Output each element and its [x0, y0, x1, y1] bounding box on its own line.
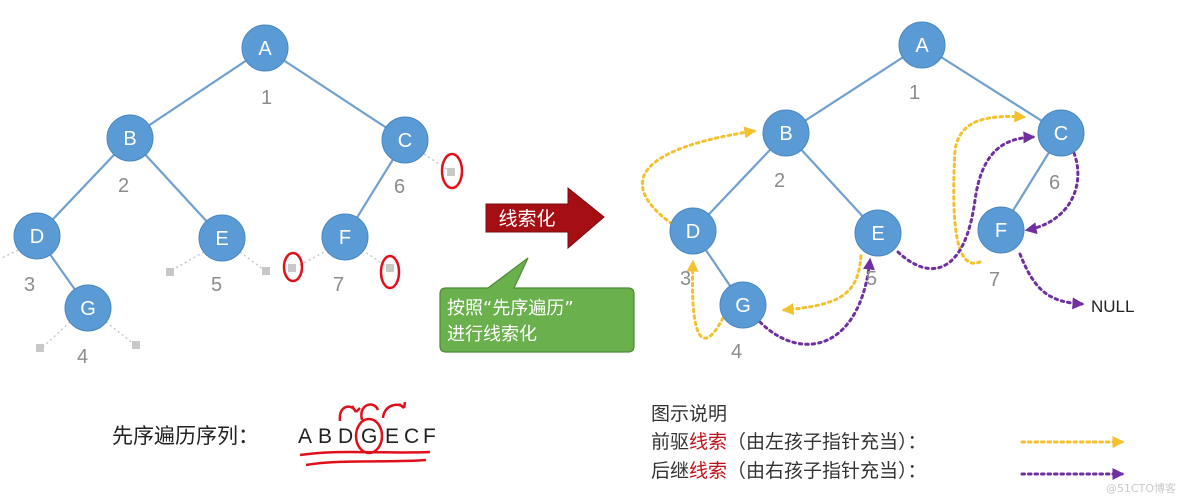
sequence-letter-d: D [338, 425, 353, 448]
right-tree-edges [692, 44, 1062, 306]
threading-arrow: 线索化 [485, 186, 605, 250]
right-node-e: E [854, 209, 902, 257]
pred-thread-e-g [781, 254, 863, 316]
legend-succ-prefix: 后继 [651, 460, 689, 482]
right-node-c-label: C [1054, 123, 1068, 145]
left-node-f-label: F [339, 227, 351, 249]
legend-succ-highlight: 线索 [689, 460, 727, 482]
right-node-f: F [977, 206, 1025, 254]
red-mark-f-left [282, 251, 304, 283]
right-index-7: 7 [989, 269, 1000, 291]
red-mark-c-right [440, 152, 464, 190]
edge-a-c [264, 47, 406, 141]
left-node-d: D [13, 212, 61, 260]
right-node-f-label: F [995, 220, 1007, 242]
left-index-7: 7 [333, 274, 344, 296]
left-tree: A B C D E F G 1 2 3 4 5 6 7 [1, 24, 464, 368]
legend-succ-text: 后继线索（由右孩子指针充当）： [651, 460, 927, 482]
right-node-c: C [1037, 109, 1085, 157]
sequence-letter-e: E [385, 425, 399, 448]
sequence-label: 先序遍历序列： [112, 424, 259, 448]
right-node-d: D [669, 207, 717, 255]
callout-line-1: 按照“先序遍历” [447, 298, 574, 319]
left-node-a: A [241, 24, 289, 72]
left-node-b: B [106, 114, 154, 162]
callout-line-2: 进行线索化 [447, 324, 537, 345]
succ-thread-f-null [1018, 252, 1085, 310]
left-index-3: 3 [24, 274, 35, 296]
legend-title: 图示说明 [651, 403, 727, 425]
left-node-c: C [381, 116, 429, 164]
callout: 按照“先序遍历” 进行线索化 [439, 257, 635, 353]
left-index-5: 5 [211, 274, 222, 296]
red-arc-d [338, 405, 361, 422]
left-tree-edges [36, 47, 406, 309]
legend-pred-suffix: （由左孩子指针充当）： [727, 431, 927, 453]
right-index-3: 3 [680, 268, 691, 290]
left-red-marks [282, 152, 464, 290]
preorder-sequence: 先序遍历序列： A B D G E C F [112, 401, 436, 467]
red-arc-g [360, 403, 380, 421]
legend-pred-highlight: 线索 [689, 431, 727, 453]
edge-a-c-right [921, 44, 1062, 134]
right-node-g-label: G [735, 295, 751, 317]
sequence-letter-f: F [423, 425, 436, 448]
left-node-e: E [198, 214, 246, 262]
left-node-d-label: D [30, 226, 44, 248]
red-underline-1 [299, 450, 431, 457]
right-index-1: 1 [909, 82, 920, 104]
right-node-a-label: A [915, 35, 929, 57]
right-node-b: B [762, 109, 810, 157]
left-node-g: G [64, 284, 112, 332]
red-arc-e [381, 401, 407, 419]
red-underline-2 [305, 458, 427, 467]
left-node-g-label: G [80, 298, 96, 320]
predecessor-threads [640, 110, 1027, 340]
left-node-f: F [321, 213, 369, 261]
legend-pred-prefix: 前驱 [651, 431, 689, 453]
right-tree: A B C D E F G 1 2 3 4 5 6 7 [640, 21, 1134, 363]
left-index-2: 2 [118, 175, 129, 197]
right-index-6: 6 [1049, 172, 1060, 194]
left-index-6: 6 [394, 176, 405, 198]
red-mark-f-right [379, 254, 401, 290]
right-node-e-label: E [871, 223, 884, 245]
threading-arrow-label: 线索化 [498, 208, 555, 230]
pred-thread-g-d [686, 259, 725, 340]
edge-a-b [129, 47, 266, 139]
sequence-letter-b: B [318, 425, 332, 448]
left-node-b-label: B [123, 128, 136, 150]
pred-thread-d-b [640, 126, 757, 226]
right-node-d-label: D [686, 221, 700, 243]
null-label: NULL [1091, 297, 1134, 316]
left-index-1: 1 [261, 87, 272, 109]
sequence-letter-a: A [298, 425, 312, 448]
left-node-a-label: A [258, 38, 272, 60]
left-null-pointers [1, 153, 455, 352]
successor-threads [758, 131, 1085, 346]
pred-thread-f-e [952, 110, 1027, 265]
succ-thread-g-e [758, 257, 875, 346]
left-node-c-label: C [398, 130, 412, 152]
right-node-b-label: B [779, 123, 792, 145]
right-node-g: G [719, 281, 767, 329]
sequence-letter-g: G [361, 425, 377, 448]
legend-succ-suffix: （由右孩子指针充当）： [727, 460, 927, 482]
legend: 图示说明 前驱线索（由左孩子指针充当）： 后继线索（由右孩子指针充当）： [651, 403, 1125, 482]
succ-thread-e-c [896, 131, 1036, 270]
right-index-2: 2 [774, 170, 785, 192]
sequence-red-annotations [299, 401, 431, 467]
right-index-5: 5 [866, 268, 877, 290]
legend-pred-text: 前驱线索（由左孩子指针充当）： [651, 431, 927, 453]
left-node-e-label: E [215, 228, 228, 250]
left-index-4: 4 [77, 346, 88, 368]
edge-a-b-right [785, 44, 923, 134]
right-index-4: 4 [731, 341, 742, 363]
succ-thread-c-f [1024, 151, 1080, 235]
sequence-letter-c: C [404, 425, 419, 448]
watermark: @51CTO博客 [1106, 481, 1176, 495]
right-node-a: A [898, 21, 946, 69]
